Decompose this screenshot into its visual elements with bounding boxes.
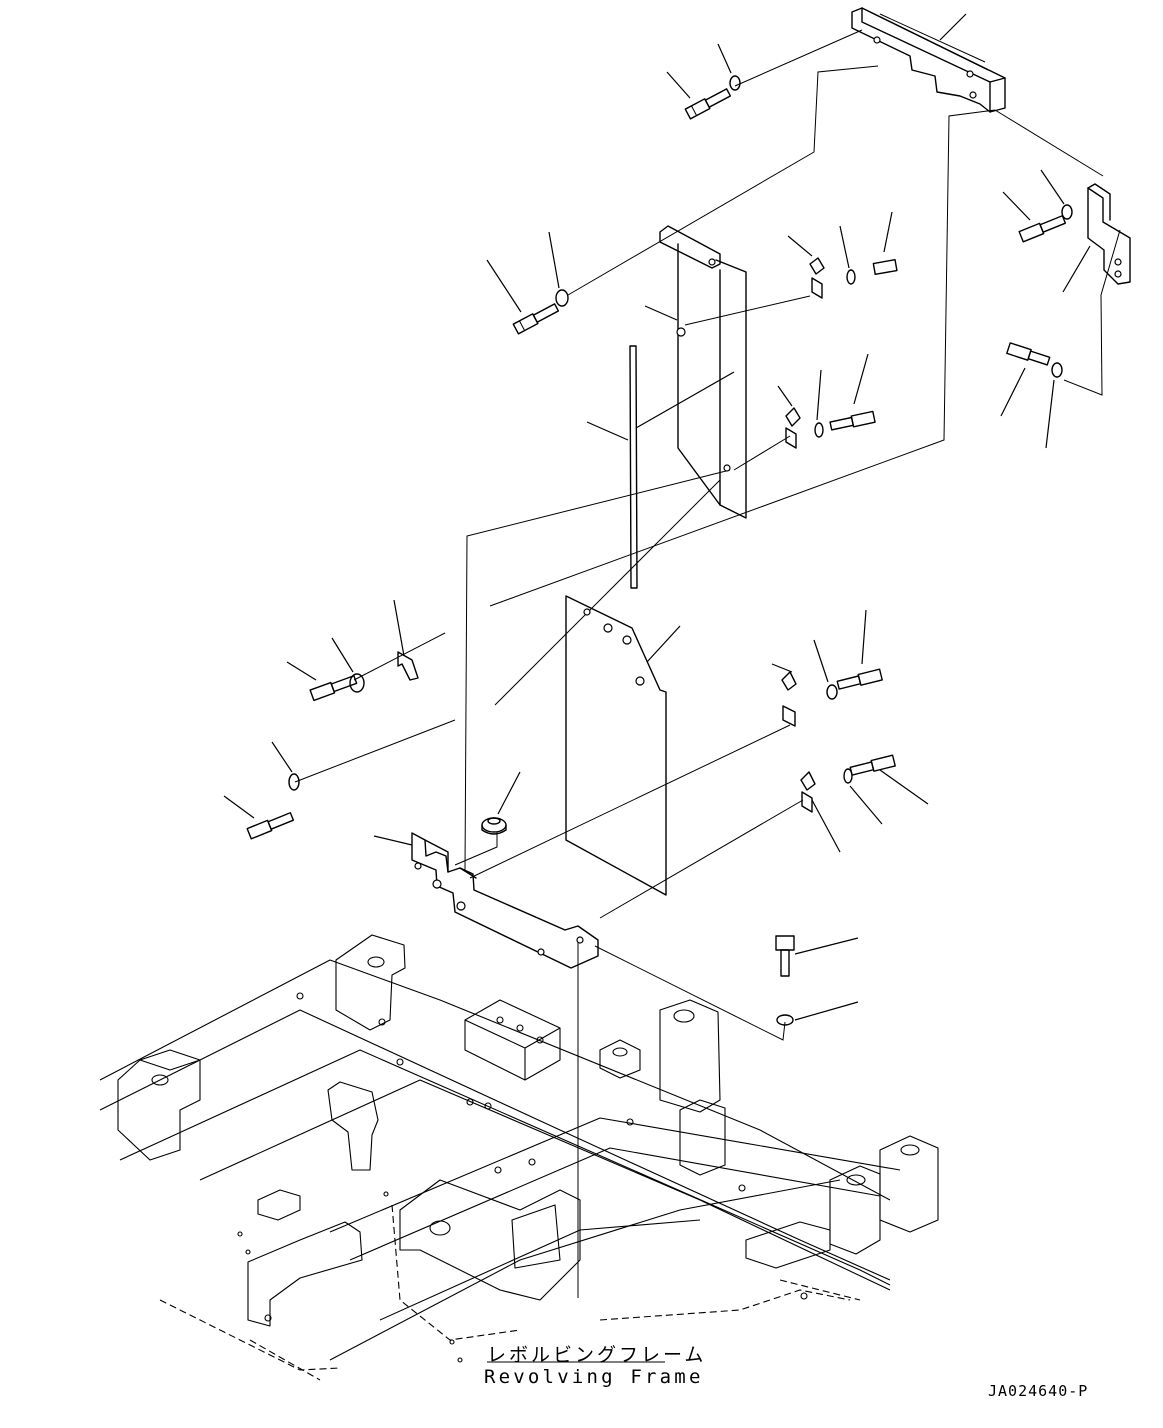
washers: [288, 75, 1073, 1026]
frame-label-english: Revolving Frame: [484, 1366, 704, 1388]
assembly-lines: [294, 29, 1121, 1298]
bolts: [246, 88, 1067, 977]
bottom-bracket: [411, 832, 599, 969]
upper-cover: [659, 225, 747, 519]
seal-strip: [629, 345, 638, 589]
grommet: [481, 817, 507, 835]
clips: [397, 257, 825, 813]
side-bracket: [1087, 183, 1131, 285]
top-bracket: [851, 7, 1006, 113]
revolving-frame: [99, 934, 939, 1381]
leader-lines: [223, 13, 1091, 1021]
frame-label-japanese: レボルビングフレーム: [487, 1344, 707, 1366]
drawing-code: JA024640-P: [988, 1382, 1089, 1400]
lower-cover: [565, 595, 667, 896]
